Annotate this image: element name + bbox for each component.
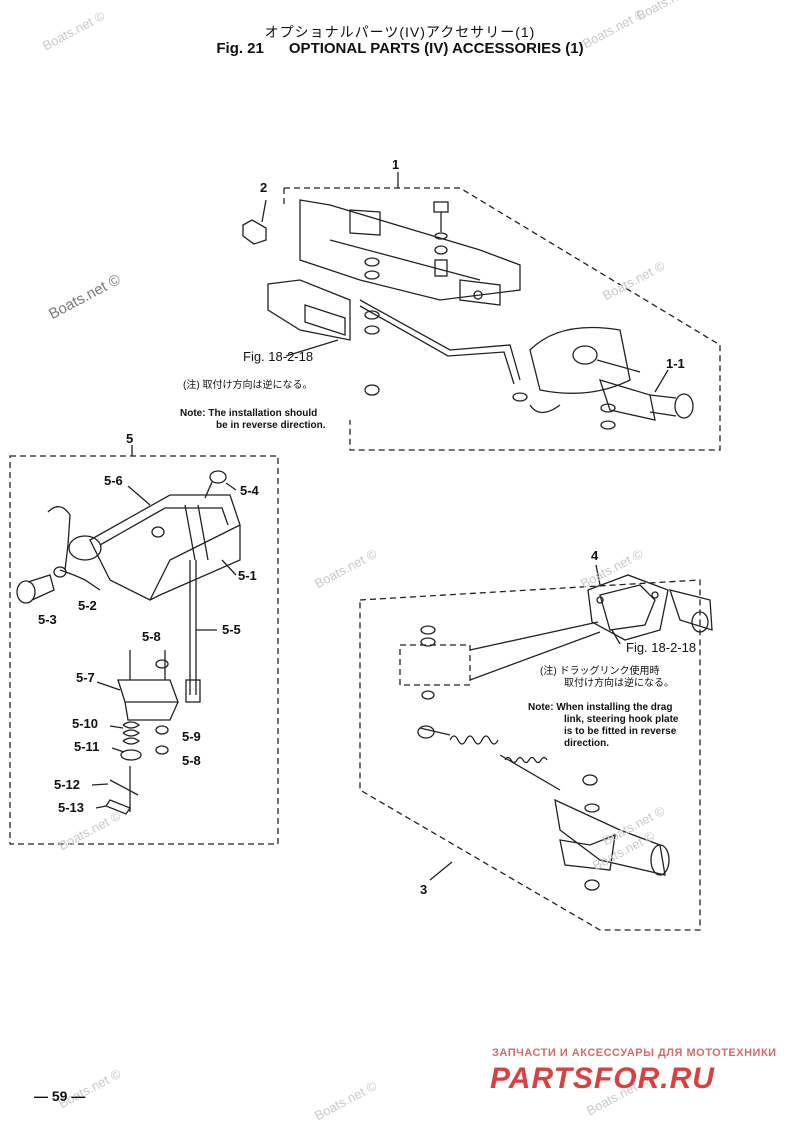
- page-number: — 59 —: [34, 1088, 86, 1104]
- figure-number: Fig. 21: [216, 40, 264, 57]
- note-top-label: Note:: [180, 408, 206, 419]
- callout-5-8-top: 5-8: [142, 629, 161, 644]
- callout-5-10: 5-10: [72, 716, 99, 731]
- note-right-line-4: direction.: [564, 738, 610, 749]
- callout-3: 3: [420, 882, 428, 897]
- callout-5-3: 5-3: [38, 612, 57, 627]
- note-right-label: Note:: [528, 702, 554, 713]
- callout-1: 1: [392, 157, 400, 172]
- figure-reference-top: Fig. 18-2-18: [243, 349, 314, 364]
- assembly-1-drawing: [242, 172, 721, 451]
- note-top-line-1: The installation should: [208, 408, 318, 419]
- callout-4: 4: [591, 548, 599, 563]
- callout-1-1: 1-1: [666, 356, 685, 371]
- note-top-line-2: be in reverse direction.: [216, 420, 326, 431]
- figure-caption: OPTIONAL PARTS (IV) ACCESSORIES (1): [288, 40, 584, 57]
- callout-5-4: 5-4: [240, 483, 259, 498]
- note-right: Note: When installing the drag link, ste…: [528, 702, 678, 750]
- figure-title: Fig. 21 OPTIONAL PARTS (IV) ACCESSORIES …: [0, 40, 800, 57]
- note-right-line-2: link, steering hook plate: [564, 714, 679, 725]
- note-right-jp-line-1: (注) ドラッグリンク使用時: [540, 666, 660, 677]
- brand-logo: PARTSFOR.RU: [490, 1062, 715, 1095]
- note-top-japanese: (注) 取付け方向は逆になる。: [183, 380, 313, 391]
- callout-5: 5: [126, 431, 134, 446]
- note-right-jp-line-2: 取付け方向は逆になる。: [564, 678, 674, 689]
- figure-reference-right: Fig. 18-2-18: [626, 640, 697, 655]
- callout-5-8-bottom: 5-8: [182, 753, 201, 768]
- callout-2: 2: [260, 180, 268, 195]
- assembly-3-drawing: [359, 564, 713, 931]
- note-right-japanese: (注) ドラッグリンク使用時 取付け方向は逆になる。: [540, 666, 674, 690]
- note-top: Note: The installation should be in reve…: [180, 408, 326, 432]
- callout-5-6: 5-6: [104, 473, 123, 488]
- callout-5-5: 5-5: [222, 622, 241, 637]
- callout-5-11: 5-11: [74, 739, 100, 754]
- callout-5-12: 5-12: [54, 777, 81, 792]
- brand-subtitle: ЗАПЧАСТИ И АКСЕССУАРЫ ДЛЯ МОТОТЕХНИКИ: [492, 1047, 777, 1059]
- title-japanese: オプショナルパーツ(IV)アクセサリー(1): [264, 24, 536, 40]
- callout-5-2: 5-2: [78, 598, 97, 613]
- assembly-5-drawing: [9, 445, 279, 845]
- callout-5-13: 5-13: [58, 800, 85, 815]
- note-right-line-3: is to be fitted in reverse: [564, 726, 677, 737]
- callout-5-9: 5-9: [182, 729, 201, 744]
- callout-5-1: 5-1: [238, 568, 257, 583]
- note-right-line-1: When installing the drag: [556, 702, 673, 713]
- callout-5-7: 5-7: [76, 670, 95, 685]
